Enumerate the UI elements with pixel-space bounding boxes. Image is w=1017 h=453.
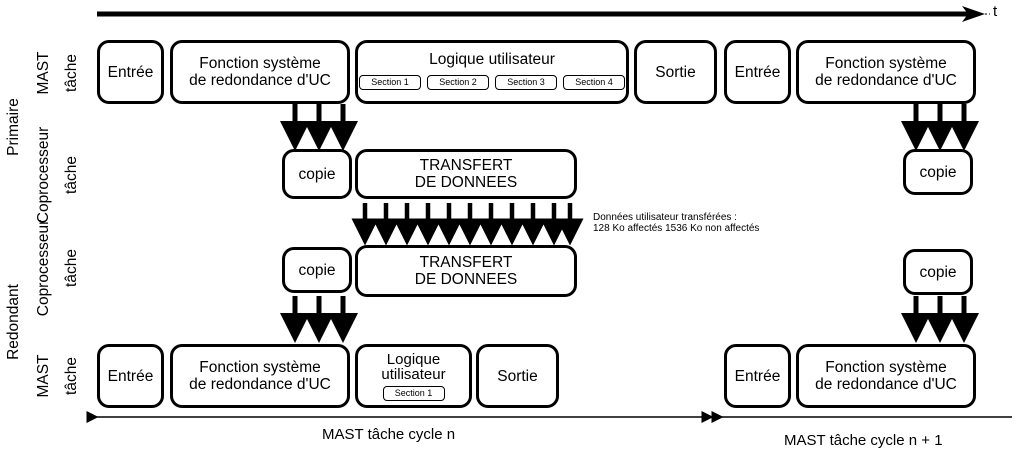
logique-label-line1: Logique	[386, 350, 441, 368]
logique-label-line2: utilisateur	[381, 365, 446, 383]
entree-label: Entrée	[734, 367, 781, 385]
time-axis-arrow	[97, 6, 990, 22]
entree-box-primaire-n1: Entrée	[724, 40, 791, 104]
fonction-box-redondant-n1: Fonction système de redondance d'UC	[796, 344, 976, 408]
arrows-fonction-to-copie-primaire-n1	[901, 104, 979, 151]
row-label-tache-mast-primaire: tâche	[63, 54, 80, 92]
section-1: Section 1	[359, 75, 421, 90]
arrows-fonction-to-copie-primaire	[280, 104, 358, 151]
copie-label: copie	[298, 261, 336, 279]
sortie-label: Sortie	[497, 367, 538, 385]
entree-label: Entrée	[734, 63, 781, 81]
row-label-redondant: Redondant	[5, 284, 22, 360]
transfert-box-primaire: TRANSFERT DE DONNEES	[355, 149, 577, 199]
row-label-mast-primaire: MAST	[35, 51, 52, 95]
logique-utilisateur-label: Logique utilisateur	[429, 51, 555, 68]
section-2: Section 2	[427, 75, 489, 90]
fonction-box-redondant: Fonction système de redondance d'UC	[170, 344, 350, 408]
section-4: Section 4	[563, 75, 625, 90]
row-label-coprocesseur-primaire: Coprocesseur	[35, 126, 52, 224]
fonction-label-line2: de redondance d'UC	[189, 376, 331, 393]
transfer-note-line2: 128 Ko affectés 1536 Ko non affectés	[593, 223, 760, 234]
entree-box-primaire: Entrée	[97, 40, 164, 104]
fonction-label-line1: Fonction système	[825, 55, 947, 72]
fonction-box-primaire-n1: Fonction système de redondance d'UC	[796, 40, 976, 104]
transfert-label-line2: DE DONNEES	[414, 174, 518, 191]
cycle-n1-label: MAST tâche cycle n + 1	[784, 432, 943, 449]
fonction-label-line1: Fonction système	[825, 359, 947, 376]
fonction-label-line2: de redondance d'UC	[189, 72, 331, 89]
logique-utilisateur-box-primaire: Logique utilisateur Section 1 Section 2 …	[355, 40, 629, 104]
section-3: Section 3	[495, 75, 557, 90]
row-label-mast-redondant: MAST	[35, 354, 52, 398]
transfert-box-redondant: TRANSFERT DE DONNEES	[355, 245, 577, 297]
sortie-box-primaire: Sortie	[634, 40, 717, 104]
arrows-copie-to-fonction-redondant	[280, 296, 358, 343]
section-1: Section 1	[382, 385, 445, 401]
copie-box-redondant: copie	[282, 247, 352, 293]
transfert-label-line1: TRANSFERT	[419, 157, 513, 174]
copie-label: copie	[919, 163, 957, 181]
copie-box-primaire-n1: copie	[903, 149, 973, 195]
time-axis-label: t	[993, 3, 998, 20]
fonction-label-line2: de redondance d'UC	[815, 376, 957, 393]
row-label-tache-mast-redondant: tâche	[63, 357, 80, 395]
transfert-label-line2: DE DONNEES	[414, 271, 518, 288]
entree-box-redondant-n1: Entrée	[724, 344, 791, 408]
transfert-label-line1: TRANSFERT	[419, 254, 513, 271]
sortie-label: Sortie	[655, 63, 696, 81]
fonction-box-primaire: Fonction système de redondance d'UC	[170, 40, 350, 104]
row-label-tache-coprocesseur-redondant: tâche	[63, 249, 80, 287]
fonction-label-line1: Fonction système	[199, 359, 321, 376]
cycle-n-label: MAST tâche cycle n	[322, 426, 456, 443]
sortie-box-redondant: Sortie	[476, 344, 559, 408]
row-label-coprocesseur-redondant: Coprocesseur	[35, 219, 52, 317]
copie-label: copie	[298, 165, 336, 183]
logique-utilisateur-box-redondant: Logique utilisateur Section 1	[355, 344, 472, 408]
arrows-copie-to-fonction-redondant-n1	[901, 296, 979, 343]
row-label-tache-coprocesseur-primaire: tâche	[63, 156, 80, 194]
copie-box-primaire: copie	[282, 149, 352, 199]
copie-label: copie	[919, 263, 957, 281]
entree-label: Entrée	[107, 63, 154, 81]
transfer-note: Données utilisateur transférées : 128 Ko…	[593, 212, 759, 234]
entree-label: Entrée	[107, 367, 154, 385]
row-label-primaire: Primaire	[5, 98, 22, 156]
entree-box-redondant: Entrée	[97, 344, 164, 408]
fonction-label-line1: Fonction système	[199, 55, 321, 72]
transfer-note-line1: Données utilisateur transférées :	[593, 212, 737, 223]
copie-box-redondant-n1: copie	[903, 249, 973, 295]
arrows-transfert	[351, 203, 584, 246]
fonction-label-line2: de redondance d'UC	[815, 72, 957, 89]
